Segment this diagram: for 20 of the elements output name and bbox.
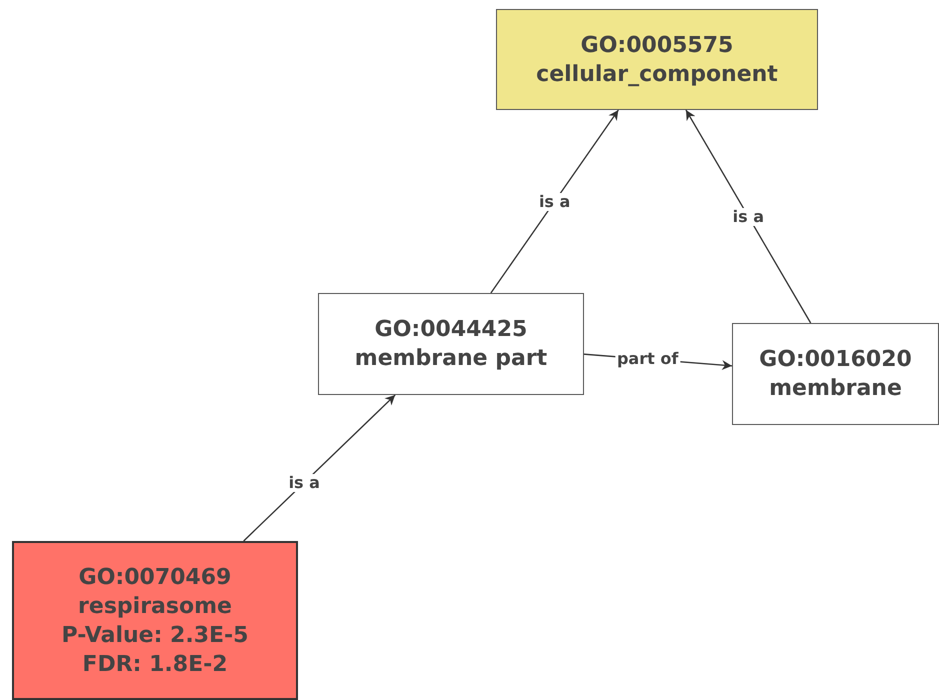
term-box [732,323,939,425]
edge-label: is a [286,474,322,492]
term-text: FDR: 1.8E-2 [82,650,228,678]
arrow [243,394,396,542]
edge-label: part of [614,350,680,368]
term-text: respirasome [78,592,232,620]
arrow [685,110,812,324]
arrow [490,110,619,294]
edge-label: is a [730,208,766,226]
term-id: GO:0005575 [580,32,734,60]
term-id: GO:0044425 [374,316,528,344]
term-text: membrane [769,375,902,403]
enriched-term-box [12,541,298,700]
term-text: cellular_component [536,60,778,88]
term-id: GO:0070469 [78,564,232,592]
term-box [496,9,818,110]
term-box [318,293,584,395]
term-text: P-Value: 2.3E-5 [62,622,248,650]
term-id: GO:0016020 [759,346,912,374]
term-text: membrane part [354,345,548,373]
